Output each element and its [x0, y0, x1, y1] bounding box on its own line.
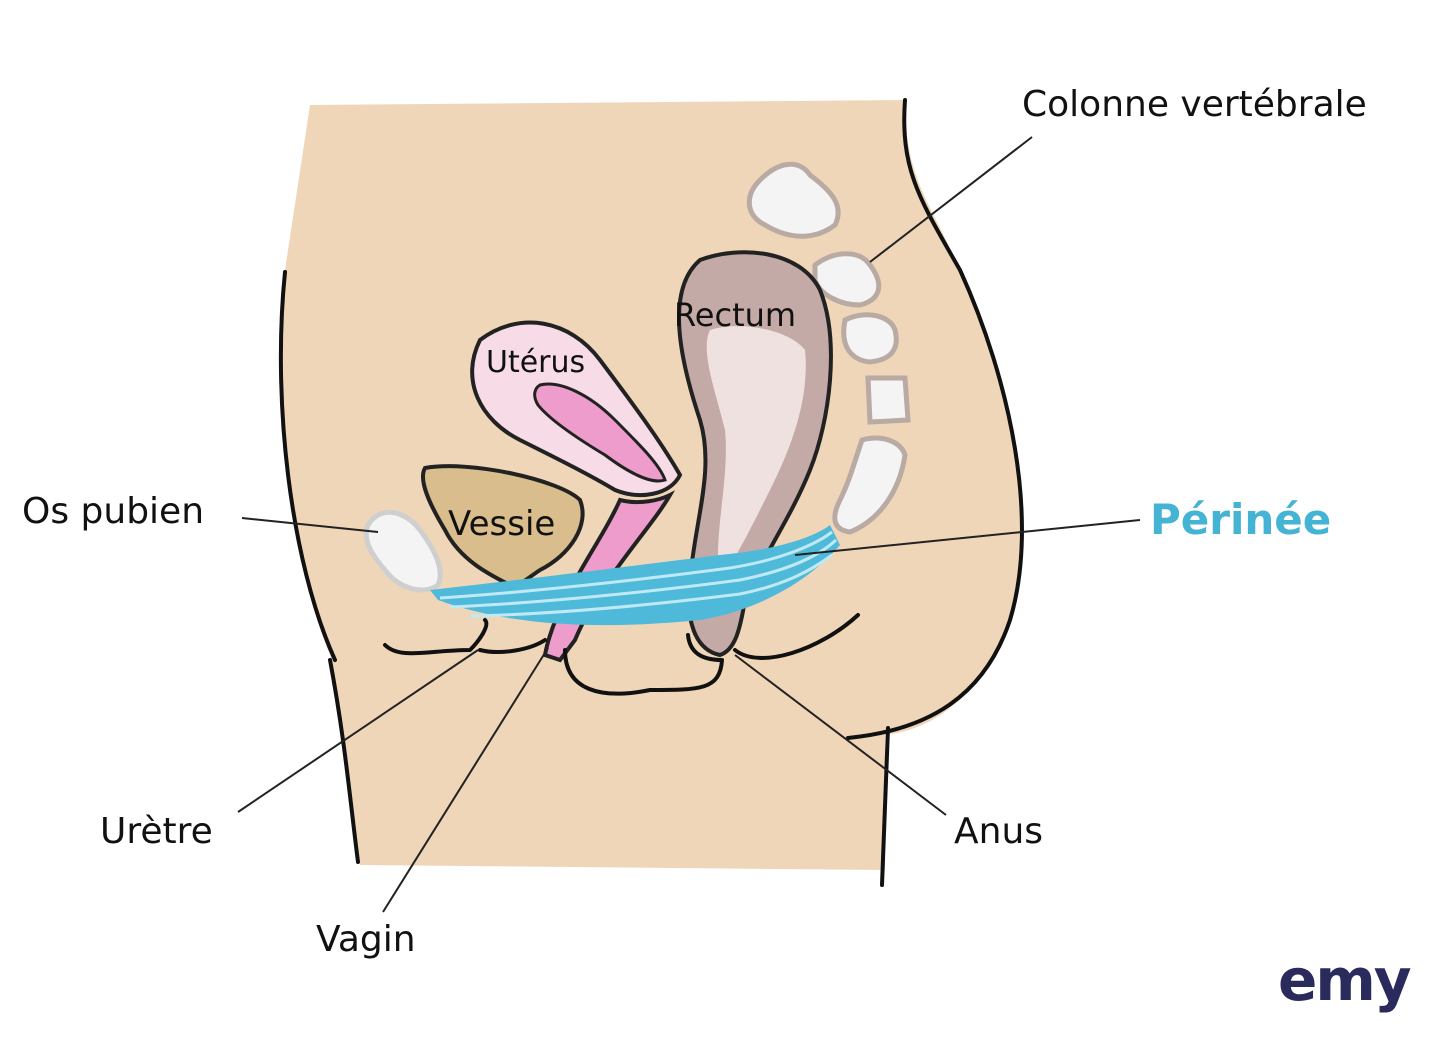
label-pubic-bone: Os pubien: [22, 491, 204, 532]
label-vagina: Vagin: [316, 919, 416, 960]
label-urethra: Urètre: [100, 811, 213, 852]
label-perineum: Périnée: [1150, 495, 1331, 544]
rectum-lumen: [706, 326, 806, 580]
leg-outline-back: [880, 726, 890, 887]
leg-outline-front: [328, 658, 360, 864]
perineal-skin-outline: [383, 613, 860, 696]
leader-lines: [237, 136, 1141, 913]
body-outline-back: [846, 98, 1024, 740]
label-rectum: Rectum: [674, 296, 796, 334]
bladder: [420, 464, 585, 589]
label-anus: Anus: [954, 811, 1043, 852]
pubic-bone: [363, 509, 443, 593]
spine: [746, 161, 911, 535]
label-uterus: Utérus: [486, 345, 585, 380]
label-spine: Colonne vertébrale: [1022, 84, 1367, 125]
uterus-cavity: [533, 382, 667, 483]
label-bladder: Vessie: [448, 504, 555, 544]
body-outline-front: [278, 270, 337, 662]
emy-logo: emy: [1278, 946, 1411, 1014]
perineum-muscles: [430, 525, 840, 626]
